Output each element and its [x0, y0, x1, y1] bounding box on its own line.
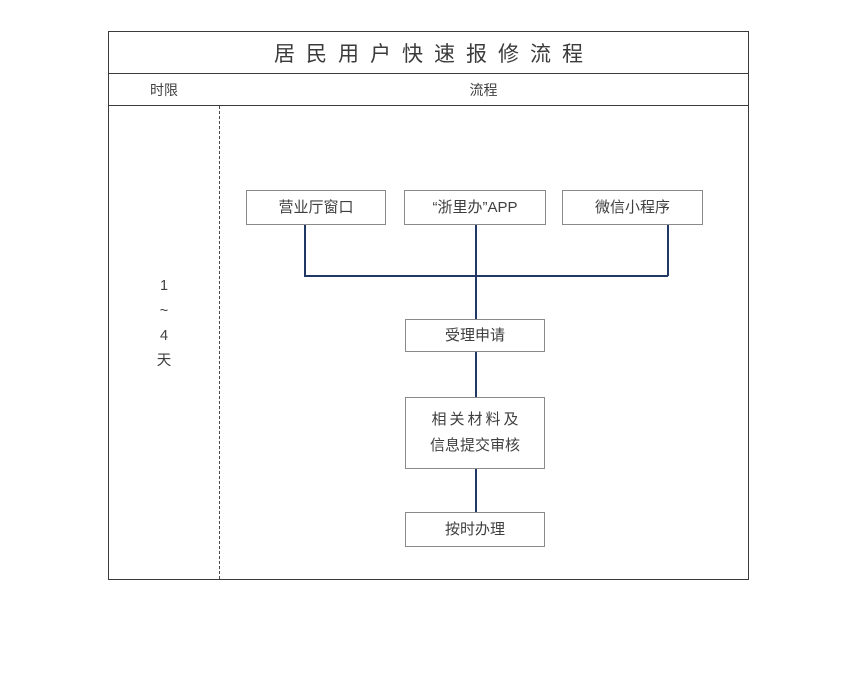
node-label: 按时办理	[444, 520, 505, 538]
node-submit-materials-review[interactable]: 相关材料及 信息提交审核	[405, 397, 545, 469]
time-limit-line-4: 天	[156, 353, 172, 369]
column-header-flow: 流程	[469, 81, 498, 98]
node-zhelibanapp[interactable]: “浙里办”APP	[404, 190, 546, 225]
page-title: 居民用户快速报修流程	[274, 42, 594, 66]
node-label: “浙里办”APP	[432, 198, 518, 216]
table-header-row: 时限 流程	[109, 74, 748, 106]
node-label: 营业厅窗口	[278, 198, 354, 216]
connector-hall-to-bar	[304, 225, 306, 276]
time-limit-value: 1 ~ 4 天	[109, 274, 219, 374]
column-divider	[219, 106, 220, 579]
connector-app-to-bar	[475, 225, 477, 276]
flowchart-table: 居民用户快速报修流程 时限 流程 1 ~ 4 天 营业厅窗口 “浙里办”APP	[108, 31, 749, 580]
node-label-line-2: 信息提交审核	[429, 437, 520, 454]
node-wechat-miniprogram[interactable]: 微信小程序	[562, 190, 703, 225]
node-label: 受理申请	[444, 326, 505, 344]
time-limit-line-2: ~	[159, 303, 169, 319]
node-label-line-1: 相关材料及	[431, 411, 522, 428]
node-handle-on-time[interactable]: 按时办理	[405, 512, 545, 547]
node-accept-application[interactable]: 受理申请	[405, 319, 545, 352]
table-title-row: 居民用户快速报修流程	[109, 32, 748, 74]
time-limit-line-3: 4	[159, 328, 169, 344]
time-limit-line-1: 1	[159, 278, 169, 294]
column-header-time-limit: 时限	[150, 81, 178, 98]
connector-wechat-to-bar	[667, 225, 669, 276]
connector-bar-to-accept	[475, 275, 477, 319]
node-label: 微信小程序	[594, 198, 670, 216]
table-body: 1 ~ 4 天 营业厅窗口 “浙里办”APP 微信小程序 受理申请 相关材料及 …	[109, 106, 748, 579]
connector-accept-to-review	[475, 351, 477, 398]
connector-merge-bar	[304, 275, 668, 277]
node-service-hall-window[interactable]: 营业厅窗口	[246, 190, 386, 225]
connector-review-to-handle	[475, 468, 477, 513]
